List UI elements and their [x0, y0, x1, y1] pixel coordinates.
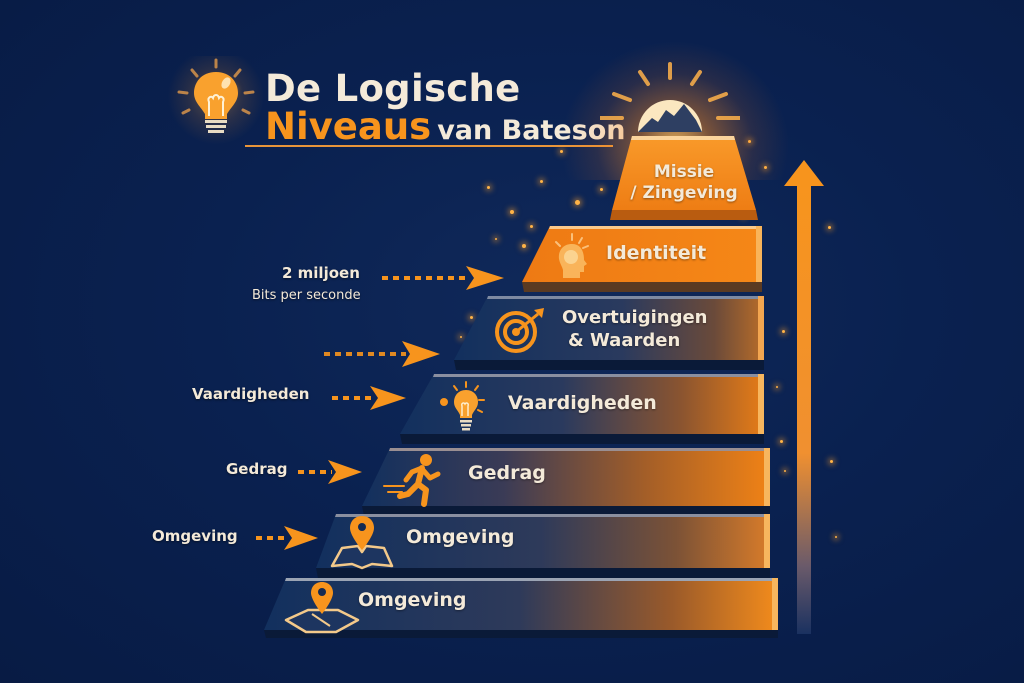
level-omgeving-upper: Omgeving	[314, 510, 776, 580]
level-overtuigingen: Overtuigingen & Waarden	[452, 292, 770, 370]
title-line-1: De Logische	[265, 67, 521, 110]
level-label: Missie / Zingeving	[630, 162, 738, 203]
level-label: Gedrag	[468, 462, 546, 484]
level-gedrag: Gedrag	[360, 444, 774, 516]
level-label: Vaardigheden	[508, 392, 657, 414]
mountain-sun-icon	[600, 62, 740, 132]
up-arrow-icon	[784, 160, 824, 634]
dotted-arrow-icon	[298, 460, 362, 484]
level-label: Overtuigingen & Waarden	[562, 307, 708, 351]
level-label: Omgeving	[358, 589, 467, 611]
level-label: Omgeving	[406, 526, 515, 548]
level-label: Identiteit	[606, 242, 707, 264]
map-pin-icon	[330, 516, 394, 570]
dotted-arrow-icon	[324, 341, 440, 367]
level-identiteit: Identiteit	[520, 222, 765, 292]
running-person-icon	[383, 454, 441, 507]
lightbulb-icon	[177, 58, 255, 133]
head-idea-icon	[555, 233, 589, 278]
map-pin-icon	[284, 582, 360, 634]
target-icon	[495, 308, 544, 353]
dotted-arrow-icon	[382, 266, 504, 290]
title-underline	[245, 145, 613, 147]
dotted-arrow-icon	[256, 526, 318, 550]
title-accent: Niveaus	[265, 105, 432, 148]
level-vaardigheden: Vaardigheden	[398, 370, 768, 446]
lightbulb-icon	[440, 381, 485, 431]
level-missie: Missie / Zingeving	[590, 132, 776, 224]
level-omgeving-base: Omgeving	[262, 574, 784, 638]
dotted-arrow-icon	[332, 386, 406, 410]
